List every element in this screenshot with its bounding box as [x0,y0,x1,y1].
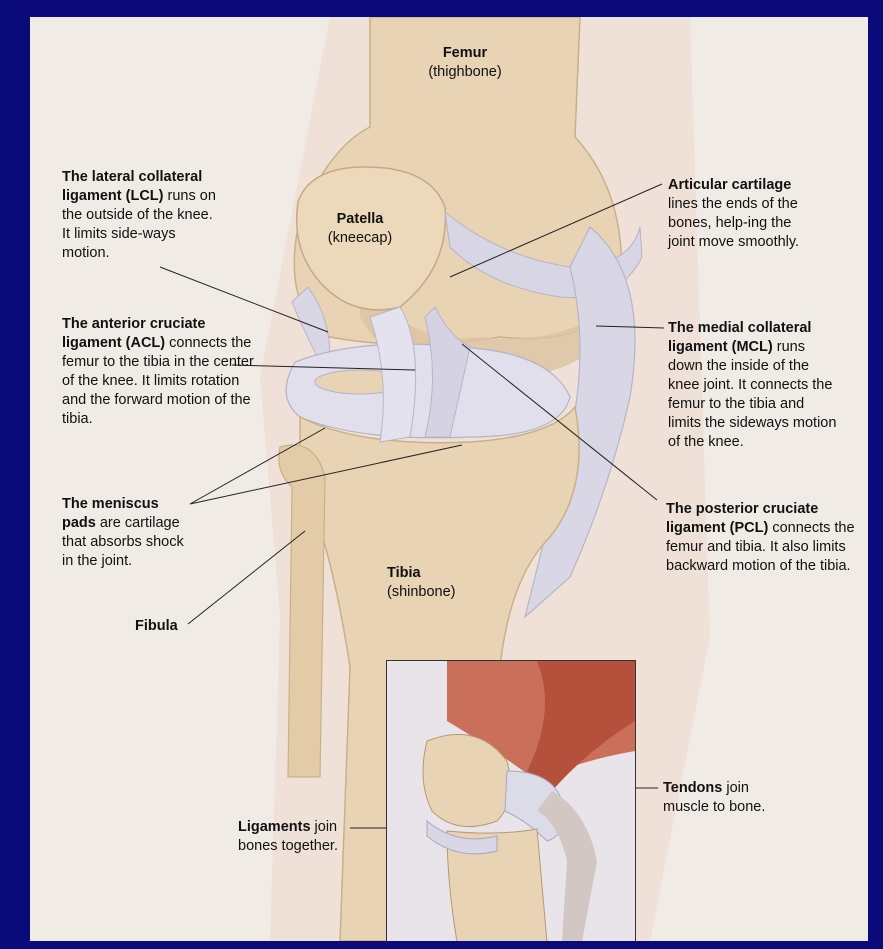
mcl-label: The medial collateral ligament (MCL) run… [668,319,838,452]
meniscus-label: The meniscus pads are cartilage that abs… [62,495,192,571]
tendon-ligament-inset [386,660,636,941]
tendons-label: Tendons join muscle to bone. [663,779,793,817]
femur-label: Femur(thighbone) [410,44,520,82]
acl-label: The anterior cruciate ligament (ACL) con… [62,315,257,429]
pcl-label: The posterior cruciate ligament (PCL) co… [666,500,861,576]
inset-illustration [387,661,635,941]
articular-cartilage-label: Articular cartilage lines the ends of th… [668,176,818,252]
book-page: Femur(thighbone) Patella(kneecap) Tibia(… [30,17,868,941]
ligaments-label: Ligaments join bones together. [238,818,353,856]
lcl-label: The lateral collateral ligament (LCL) ru… [62,168,224,263]
fibula-label: Fibula [135,617,215,636]
tibia-label: Tibia(shinbone) [387,564,487,602]
patella-label: Patella(kneecap) [305,210,415,248]
